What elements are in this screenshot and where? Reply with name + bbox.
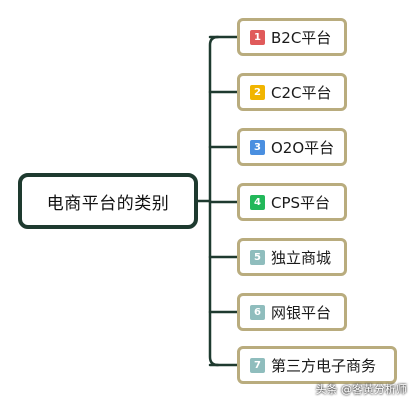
branch-node-third-party: 7 第三方电子商务 [237,346,397,384]
number-badge: 7 [250,357,265,373]
root-label: 电商平台的类别 [46,193,170,214]
number-badge: 4 [250,194,265,210]
branch-label: 独立商城 [271,248,332,267]
branch-node-online-banking: 6 网银平台 [237,293,347,331]
branch-label: 网银平台 [271,303,332,322]
number-badge: 5 [250,249,265,265]
branch-node-b2c: 1 B2C平台 [237,18,347,56]
branch-node-cps: 4 CPS平台 [237,183,347,221]
branch-label: 第三方电子商务 [271,356,377,375]
root-node: 电商平台的类别 [18,173,198,229]
branch-label: C2C平台 [271,83,332,102]
branch-node-o2o: 3 O2O平台 [237,128,347,166]
branch-node-c2c: 2 C2C平台 [237,73,347,111]
branch-label: O2O平台 [271,138,335,157]
number-badge: 1 [250,29,265,45]
branch-node-independent-mall: 5 独立商城 [237,238,347,276]
branch-label: B2C平台 [271,28,332,47]
number-badge: 2 [250,84,265,100]
number-badge: 6 [250,304,265,320]
number-badge: 3 [250,139,265,155]
branch-label: CPS平台 [271,193,331,212]
watermark-text: 头条 @客黄分析师 [315,383,408,396]
